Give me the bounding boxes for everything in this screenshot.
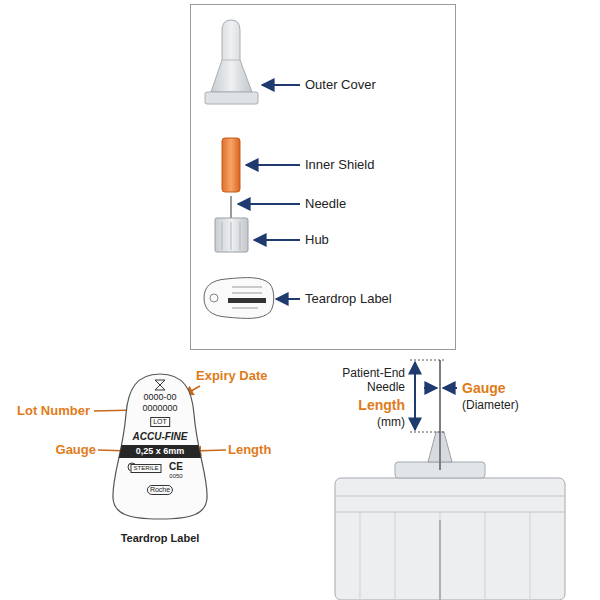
outer-cover xyxy=(205,20,258,104)
gauge-arrow xyxy=(443,387,457,389)
dimension-text: Gauge xyxy=(462,380,506,397)
teardrop-label: 0000-000000000LOT ACCU-FINE 0,25 x 6mmSTER… xyxy=(110,372,210,522)
callout-text: Lot Number xyxy=(17,403,90,419)
label-text: Roche xyxy=(147,485,173,495)
label-text: 0000-00 xyxy=(143,393,176,403)
part-name: Inner Shield xyxy=(305,157,374,173)
needle-hub-illustration xyxy=(335,360,565,600)
part-name: Hub xyxy=(305,232,329,248)
label-text: 0,25 x 6mm xyxy=(136,447,185,457)
dimension-extension xyxy=(410,360,446,361)
label-text: ACCU-FINE xyxy=(133,431,188,442)
leader-arrow xyxy=(246,164,300,166)
callout-text: Length xyxy=(228,442,271,458)
label-text: CE xyxy=(169,461,183,472)
leader-arrow xyxy=(262,84,300,86)
dimension-unit: (mm) xyxy=(377,415,405,429)
label-text: LOT xyxy=(150,417,170,427)
dimension-arrow xyxy=(414,362,416,430)
callout-text: Expiry Date xyxy=(196,368,268,384)
dimension-text: Length xyxy=(358,397,405,414)
frame xyxy=(191,5,456,350)
leader-arrow xyxy=(238,203,300,205)
gauge-arrow xyxy=(424,387,437,389)
part-name: Teardrop Label xyxy=(305,291,392,307)
hub xyxy=(215,218,248,252)
label-text: STERILE xyxy=(130,464,161,473)
needle xyxy=(230,196,232,218)
part-name: Outer Cover xyxy=(305,77,376,93)
leader-arrow xyxy=(276,298,300,300)
inner-shield xyxy=(222,138,240,192)
label-text: 0000000 xyxy=(142,404,177,414)
callout-text: Gauge xyxy=(56,442,96,458)
part-name: Needle xyxy=(305,196,346,212)
dimension-text: Patient-End Needle xyxy=(325,366,405,395)
dimension-extension xyxy=(410,432,446,433)
caption-text: Teardrop Label xyxy=(121,532,200,545)
leader-arrow xyxy=(254,239,300,241)
label-text: 0050 xyxy=(169,473,182,480)
small-teardrop xyxy=(204,278,274,319)
dimension-note: (Diameter) xyxy=(462,398,519,412)
